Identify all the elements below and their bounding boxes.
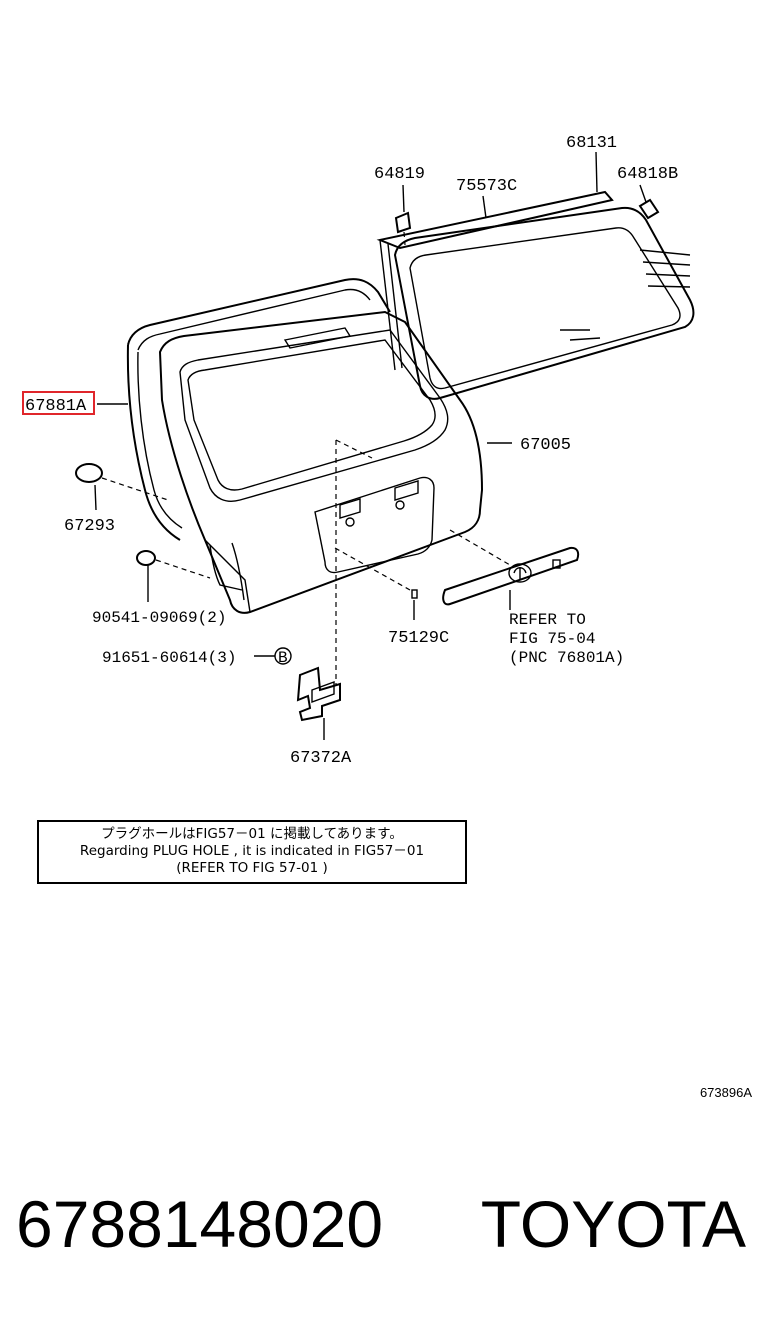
refer-line-2: FIG 75-04: [509, 630, 595, 648]
leader-68131: [595, 151, 598, 193]
label-67372A: 67372A: [290, 749, 352, 768]
brand-name: TOYOTA: [480, 1187, 746, 1261]
footer-caption: 6788148020 TOYOTA: [16, 1186, 746, 1276]
label-67005: 67005: [520, 436, 571, 455]
label-68131: 68131: [566, 134, 617, 153]
clip-90541-09069: [136, 550, 211, 602]
plug-hole-note: プラグホールはFIG57－01 に掲載してあります。 Regarding PLU…: [37, 820, 467, 884]
refer-line-3: (PNC 76801A): [509, 649, 624, 667]
label-75129C: 75129C: [388, 629, 449, 648]
back-glass-68131: [393, 206, 695, 400]
part-number: 6788148020: [16, 1187, 384, 1261]
back-glass-seal-75573C: [376, 190, 614, 371]
note-line-english: Regarding PLUG HOLE , it is indicated in…: [79, 843, 425, 859]
label-75573C: 75573C: [456, 177, 517, 196]
seal-75129C: [334, 547, 418, 620]
highlight-box-67881A: [22, 391, 95, 415]
stopper-64818B: [638, 184, 660, 220]
bolt-b-mark: B: [278, 649, 288, 667]
stopper-64819: [394, 184, 412, 246]
label-64819: 64819: [374, 165, 425, 184]
label-67881A: 67881A: [25, 397, 87, 416]
leader-75573C: [482, 195, 487, 219]
label-64818B: 64818B: [617, 165, 678, 184]
note-line-japanese: プラグホールはFIG57－01 に掲載してあります。: [101, 826, 403, 842]
back-door-panel-67005: [158, 310, 484, 614]
catalog-code: 673896A: [699, 1085, 752, 1100]
cushion-67293: [75, 463, 169, 511]
note-line-refer: (REFER TO FIG 57-01 ): [176, 860, 328, 876]
label-91651-60614: 91651-60614(3): [102, 649, 236, 667]
refer-line-1: REFER TO: [509, 611, 586, 629]
lock-67372A: [296, 439, 373, 740]
weatherstrip-67881A: [126, 278, 391, 541]
label-67293: 67293: [64, 517, 115, 536]
garnish-76801A: [442, 529, 580, 610]
bolt-91651-60614: B: [254, 647, 292, 667]
label-90541-09069: 90541-09069(2): [92, 609, 226, 627]
